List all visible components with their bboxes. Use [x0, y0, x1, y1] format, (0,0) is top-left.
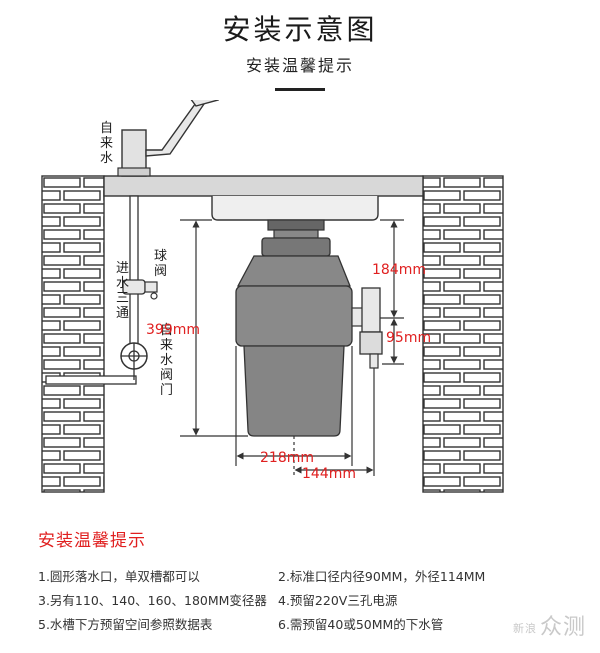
left-brick-wall: [41, 175, 105, 493]
right-brick-wall: [422, 175, 504, 493]
outlet-pipe: [351, 287, 383, 369]
sink-basin: [211, 196, 379, 221]
dimension-lines: [180, 219, 404, 476]
page-title: 安装示意图: [222, 13, 378, 46]
ball-valve: [122, 279, 158, 300]
tip-item: 3.另有110、140、160、180MM变径器: [38, 593, 267, 608]
watermark: 新浪众测: [513, 609, 586, 641]
dim-218: 218mm: [260, 450, 314, 466]
faucet: [117, 100, 220, 177]
dim-184: 184mm: [372, 262, 426, 278]
tip-item: 1.圆形落水口，单双槽都可以: [38, 569, 200, 584]
title-divider: [275, 88, 325, 91]
tips-heading: 安装温馨提示: [38, 531, 146, 551]
watermark-large: 众测: [539, 615, 586, 640]
water-valve: [120, 342, 148, 370]
label-ball-valve: 球阀: [154, 249, 167, 279]
dim-95: 95mm: [386, 330, 431, 346]
tip-item: 5.水槽下方预留空间参照数据表: [38, 617, 213, 632]
dim-144: 144mm: [302, 466, 356, 482]
label-tap: 自来水: [100, 121, 113, 166]
tip-item: 6.需预留40或50MM的下水管: [278, 617, 444, 632]
dim-399: 399mm: [146, 322, 200, 338]
tip-item: 4.预留220V三孔电源: [278, 593, 398, 608]
page-subtitle: 安装温馨提示: [245, 56, 354, 75]
countertop: [103, 175, 424, 197]
label-water-valve: 自来水阀门: [160, 323, 173, 398]
tip-item: 2.标准口径内径90MM，外径114MM: [278, 569, 486, 584]
garbage-disposer: [235, 219, 353, 437]
watermark-small: 新浪: [512, 621, 537, 635]
installation-diagram: 自来水 进水三通 球阀 自来水阀门 399mm 184mm 95mm 218mm…: [41, 100, 504, 493]
label-inlet-tee: 进水三通: [116, 261, 129, 321]
